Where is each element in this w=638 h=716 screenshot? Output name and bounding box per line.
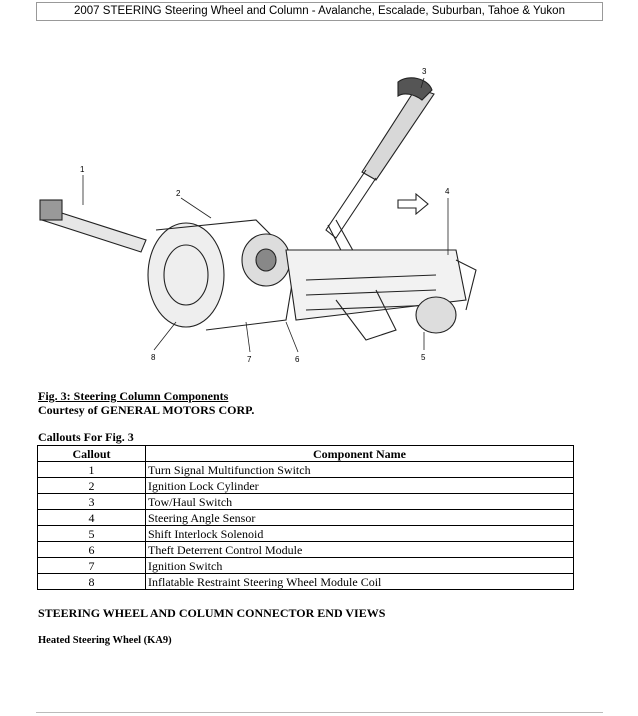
component-name: Shift Interlock Solenoid — [145, 525, 574, 542]
component-name: Ignition Lock Cylinder — [145, 477, 574, 494]
component-name: Theft Deterrent Control Module — [145, 541, 574, 558]
callout-label-2: 2 — [176, 189, 181, 198]
page-header: 2007 STEERING Steering Wheel and Column … — [36, 2, 603, 21]
callout-label-1: 1 — [80, 165, 85, 174]
callout-label-8: 8 — [151, 353, 156, 362]
section-title: STEERING WHEEL AND COLUMN CONNECTOR END … — [38, 606, 386, 620]
callout-number: 5 — [37, 525, 146, 542]
footer-divider — [36, 712, 603, 713]
callout-number: 6 — [37, 541, 146, 558]
steering-column-illustration: 1 2 3 4 5 6 7 8 — [39, 67, 477, 364]
figure-caption-courtesy: Courtesy of GENERAL MOTORS CORP. — [38, 403, 255, 417]
table-header-row: Callout Component Name — [37, 445, 574, 462]
column-drawing — [39, 77, 477, 341]
component-name: Tow/Haul Switch — [145, 493, 574, 510]
callout-label-5: 5 — [421, 353, 426, 362]
component-name: Turn Signal Multifunction Switch — [145, 461, 574, 478]
column-header-callout: Callout — [37, 445, 146, 462]
callouts-heading: Callouts For Fig. 3 — [38, 430, 134, 444]
callout-number: 8 — [37, 573, 146, 590]
callout-number: 3 — [37, 493, 146, 510]
subsection-title: Heated Steering Wheel (KA9) — [38, 635, 172, 646]
callout-labels: 1 2 3 4 5 6 7 8 — [80, 67, 450, 364]
callout-label-3: 3 — [422, 67, 427, 76]
callout-number: 4 — [37, 509, 146, 526]
component-name: Inflatable Restraint Steering Wheel Modu… — [145, 573, 574, 590]
callout-number: 1 — [37, 461, 146, 478]
component-name: Steering Angle Sensor — [145, 509, 574, 526]
column-header-component-name: Component Name — [145, 445, 574, 462]
callout-label-4: 4 — [445, 187, 450, 196]
callout-number: 2 — [37, 477, 146, 494]
callout-label-7: 7 — [247, 355, 252, 364]
component-name: Ignition Switch — [145, 557, 574, 574]
callout-number: 7 — [37, 557, 146, 574]
callout-leaders — [82, 77, 449, 353]
figure-caption-title: Fig. 3: Steering Column Components — [38, 389, 229, 403]
callout-label-6: 6 — [295, 355, 300, 364]
